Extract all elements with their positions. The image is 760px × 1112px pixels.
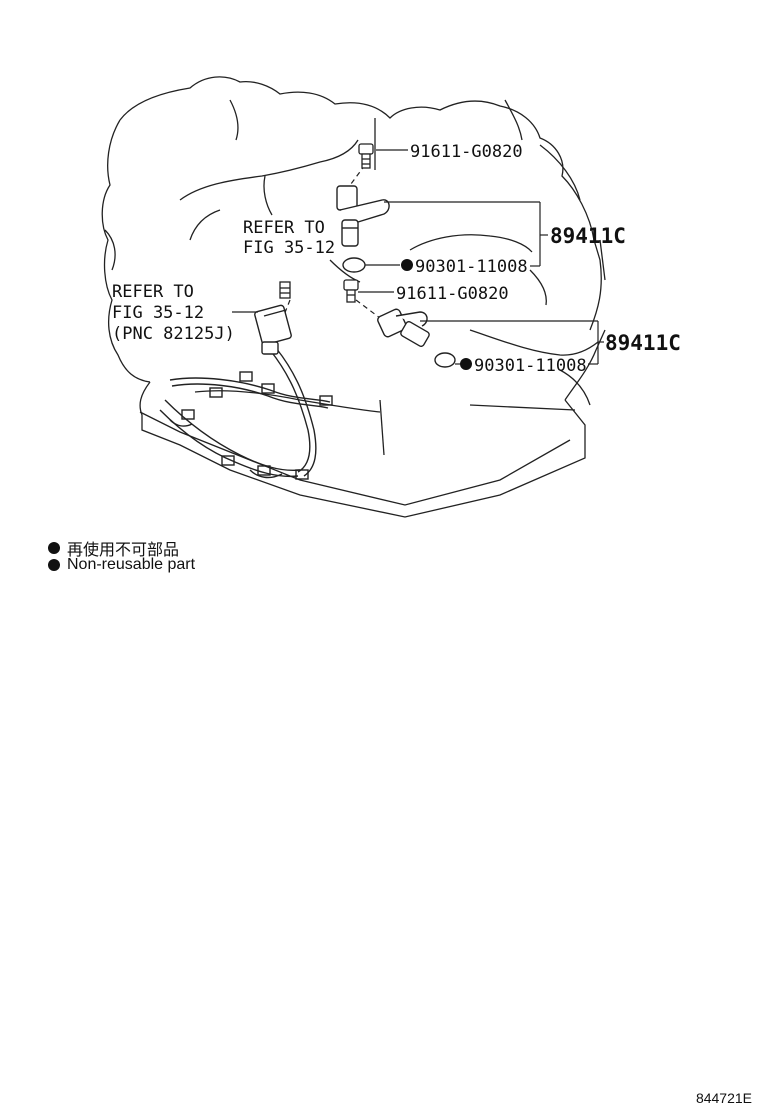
bolt-lower [343,279,359,303]
callout-bolt-upper: 91611-G0820 [410,142,523,162]
bullet-icon [48,559,60,571]
wire-harness [159,347,333,480]
cam-position-sensor-upper [336,185,390,247]
refer-left-line-2: FIG 35-12 [112,303,204,323]
refer-left-line-1: REFER TO [112,282,194,302]
non-reusable-marker-lower [460,358,472,370]
callout-bolt-lower: 91611-G0820 [396,284,509,304]
callout-sensor-lower: 89411C [605,331,681,355]
o-ring-lower [434,352,456,368]
callout-oring-lower: 90301-11008 [474,356,587,376]
leader-lines [232,149,604,365]
o-ring-upper [342,257,366,273]
legend-jp-text: 再使用不可部品 [67,542,180,559]
non-reusable-marker-upper [401,259,413,271]
legend-english: Non-reusable part [48,556,195,574]
refer-upper-line-1: REFER TO [243,218,325,238]
callout-oring-upper: 90301-11008 [415,257,528,277]
callout-sensor-upper: 89411C [550,224,626,248]
crank-position-sensor [254,304,292,355]
parts-diagram: 91611-G0820 89411C 90301-11008 91611-G08… [101,76,681,518]
legend-japanese: 再使用不可部品 [48,536,179,560]
legend-en-text: Non-reusable part [67,556,196,573]
transmission-outline [101,76,606,518]
figure-id: 844721E [695,1090,752,1106]
refer-left-line-3: (PNC 82125J) [112,324,235,344]
bullet-icon [48,542,60,554]
cam-position-sensor-lower [377,308,430,348]
small-bolt-left [279,281,291,299]
refer-upper-line-2: FIG 35-12 [243,238,335,258]
bolt-upper [358,143,374,169]
